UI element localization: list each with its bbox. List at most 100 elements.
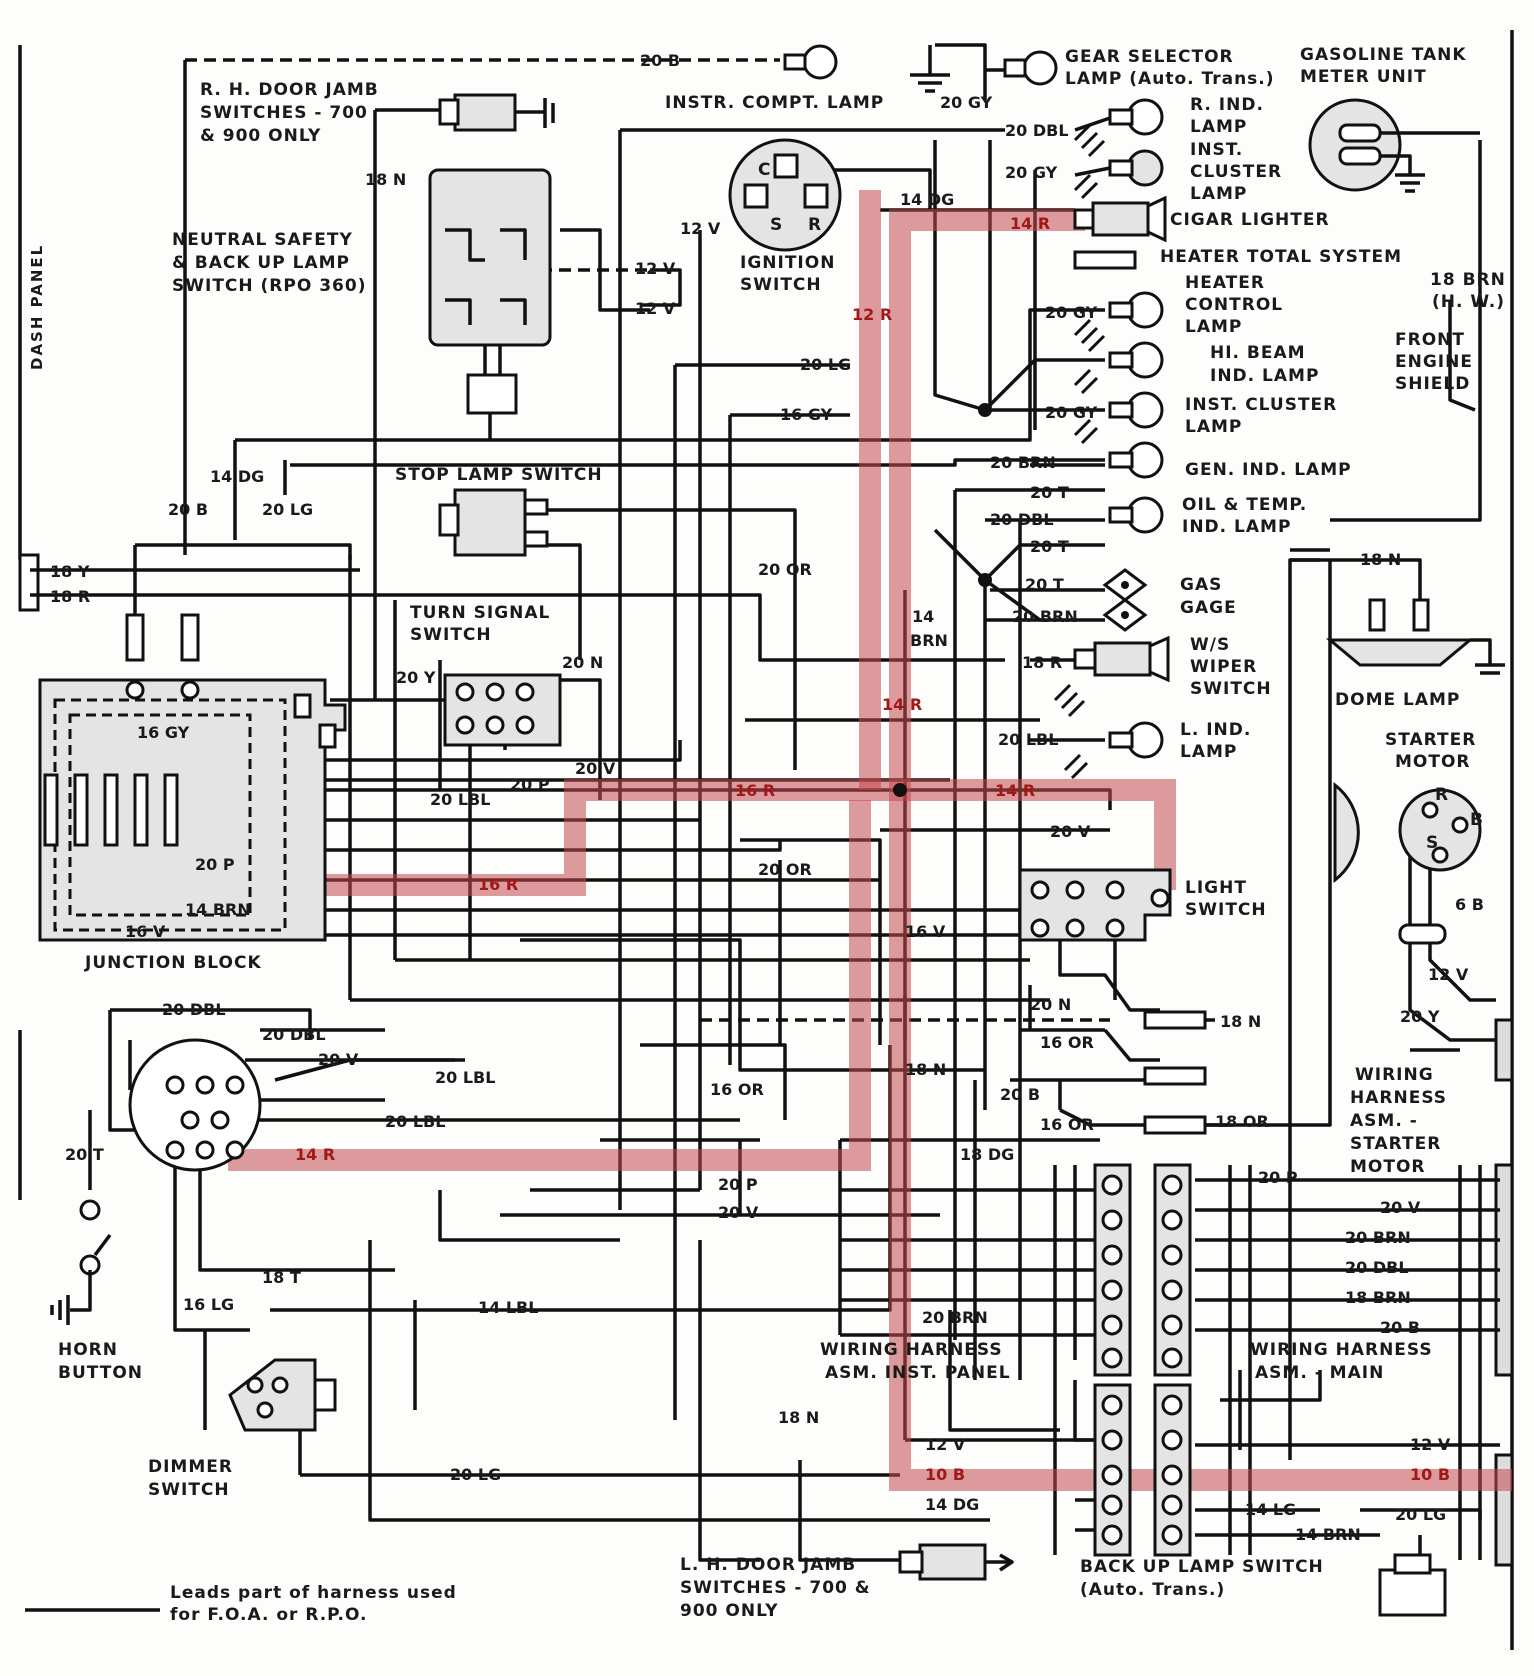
wire-label: 12 V xyxy=(680,219,721,238)
legend-label-1: Leads part of harness used xyxy=(170,1583,457,1603)
rh-door-jamb-label-1: R. H. DOOR JAMB xyxy=(200,80,379,100)
neutral-safety-switch xyxy=(428,168,552,440)
brn-hw-label-1: 18 BRN xyxy=(1430,270,1506,290)
dimmer-connector xyxy=(128,1038,262,1172)
l-ind-lamp-label-2: LAMP xyxy=(1180,742,1237,762)
wire-label: 18 N xyxy=(905,1060,946,1079)
wire-label: 16 GY xyxy=(780,405,833,424)
starter-terminal-b: B xyxy=(1470,810,1484,830)
wh-starter-label-5: MOTOR xyxy=(1350,1157,1426,1177)
inst-cluster-bulb-top xyxy=(1074,149,1164,187)
wire-label: 12 V xyxy=(925,1435,966,1454)
wire-label: 20 BRN xyxy=(922,1308,988,1327)
horn-button-label-1: HORN xyxy=(58,1340,118,1360)
junction-dots xyxy=(893,403,992,797)
rh-door-jamb-label-2: SWITCHES - 700 xyxy=(200,103,368,123)
inst-cluster-top-label-3: LAMP xyxy=(1190,184,1247,204)
front-engine-shield-label-3: SHIELD xyxy=(1395,374,1470,394)
wire-label: 20 LBL xyxy=(385,1112,445,1131)
wh-inst-panel-label-1: WIRING HARNESS xyxy=(820,1340,1003,1360)
starter-terminal-r: R xyxy=(1435,785,1449,805)
stop-lamp-switch-label: STOP LAMP SWITCH xyxy=(395,465,603,485)
wh-inst-panel-label-2: ASM. INST. PANEL xyxy=(825,1363,1011,1383)
turn-signal-switch xyxy=(443,673,562,747)
r-ind-lamp-label-2: LAMP xyxy=(1190,117,1247,137)
dimmer-switch-label-2: SWITCH xyxy=(148,1480,230,1500)
wire-label: 20 LG xyxy=(1395,1505,1446,1524)
gear-selector-lamp-symbol xyxy=(910,43,1058,100)
wire-label: 14 R xyxy=(882,695,922,714)
dash-panel-label: DASH PANEL xyxy=(28,244,46,370)
wire-label: 20 V xyxy=(1050,822,1091,841)
wire-labels: 20 B 20 GY 18 N 20 DBL 20 GY 14 DG 14 R … xyxy=(50,51,1484,1544)
wire-label: 20 Y xyxy=(1400,1007,1440,1026)
wire-label: 16 LG xyxy=(183,1295,234,1314)
gen-ind-label: GEN. IND. LAMP xyxy=(1185,460,1352,480)
back-up-lamp-switch-label-2: (Auto. Trans.) xyxy=(1080,1580,1225,1600)
wire-label: 14 BRN xyxy=(185,900,251,919)
ws-wiper-label-2: WIPER xyxy=(1190,657,1257,677)
wire-label: 20 V xyxy=(718,1203,759,1222)
gear-selector-label-2: LAMP (Auto. Trans.) xyxy=(1065,69,1275,89)
wire-label: 20 LG xyxy=(262,500,313,519)
brn-hw-label-2: (H. W.) xyxy=(1432,292,1505,312)
wire-label: 18 T xyxy=(262,1268,301,1287)
wh-starter-label-4: STARTER xyxy=(1350,1134,1441,1154)
lh-door-jamb-label-2: SWITCHES - 700 & xyxy=(680,1578,871,1598)
inst-cluster-mid-label-1: INST. CLUSTER xyxy=(1185,395,1337,415)
ignition-switch-label-2: SWITCH xyxy=(740,275,822,295)
r-ind-lamp-label-1: R. IND. xyxy=(1190,95,1264,115)
front-engine-shield-label-1: FRONT xyxy=(1395,330,1465,350)
wire-label: 10 B xyxy=(1410,1465,1450,1484)
wire-label: 16 V xyxy=(905,922,946,941)
wire-label: 20 B xyxy=(1380,1318,1420,1337)
wire-label: 20 LG xyxy=(800,355,851,374)
wire-label: 20 DBL xyxy=(990,510,1054,529)
neutral-safety-label-3: SWITCH (RPO 360) xyxy=(172,276,366,296)
lamp-bulbs xyxy=(1073,98,1170,759)
wire-label: 20 GY xyxy=(1045,303,1098,322)
starter-motor-label-1: STARTER xyxy=(1385,730,1476,750)
gear-selector-label-1: GEAR SELECTOR xyxy=(1065,47,1234,67)
hi-beam-label-2: IND. LAMP xyxy=(1210,366,1319,386)
light-switch xyxy=(1018,868,1172,942)
wire-label: 16 R xyxy=(735,781,775,800)
wire-label: 16 GY xyxy=(137,723,190,742)
wire-label: 20 T xyxy=(65,1145,104,1164)
wire-label: BRN xyxy=(910,631,948,650)
component-labels: R. H. DOOR JAMB SWITCHES - 700 & 900 ONL… xyxy=(58,45,1506,1625)
wire-label: 16 OR xyxy=(1040,1115,1094,1134)
gas-tank-label-2: METER UNIT xyxy=(1300,67,1427,87)
front-engine-shield-label-2: ENGINE xyxy=(1395,352,1473,372)
gas-tank-label-1: GASOLINE TANK xyxy=(1300,45,1467,65)
rh-door-jamb-label-3: & 900 ONLY xyxy=(200,126,321,146)
wire-label: 14 DG xyxy=(925,1495,979,1514)
oil-temp-label-1: OIL & TEMP. xyxy=(1182,495,1307,515)
wire-label: 18 N xyxy=(1360,550,1401,569)
gas-gage-label-1: GAS xyxy=(1180,575,1222,595)
cigar-lighter-element xyxy=(1073,195,1167,243)
inst-cluster-mid-label-2: LAMP xyxy=(1185,417,1242,437)
wire-label: 20 B xyxy=(168,500,208,519)
wire-label: 20 V xyxy=(575,759,616,778)
instr-compt-lamp-label: INSTR. COMPT. LAMP xyxy=(665,93,884,113)
wh-starter-label-3: ASM. - xyxy=(1350,1111,1418,1131)
wire-label: 18 DG xyxy=(960,1145,1014,1164)
wire-label: 20 LBL xyxy=(430,790,490,809)
wire-label: 18 OR xyxy=(1215,1112,1269,1131)
wire-label: 20 GY xyxy=(1045,403,1098,422)
wire-label: 20 P xyxy=(510,775,550,794)
connector-plugs xyxy=(1143,1010,1207,1135)
starter-motor: R B S xyxy=(1333,781,1484,945)
wire-label: 20 OR xyxy=(758,560,812,579)
lh-door-jamb-label-1: L. H. DOOR JAMB xyxy=(680,1555,856,1575)
wire-label: 20 LBL xyxy=(998,730,1058,749)
wire-label: 18 BRN xyxy=(1345,1288,1411,1307)
wire-label: 20 BRN xyxy=(990,453,1056,472)
ws-wiper-label-1: W/S xyxy=(1190,635,1230,655)
oil-temp-bulb xyxy=(1108,496,1164,534)
dome-lamp xyxy=(1325,598,1505,675)
neutral-safety-label-2: & BACK UP LAMP xyxy=(172,253,350,273)
wire-label: 20 DBL xyxy=(1345,1258,1409,1277)
